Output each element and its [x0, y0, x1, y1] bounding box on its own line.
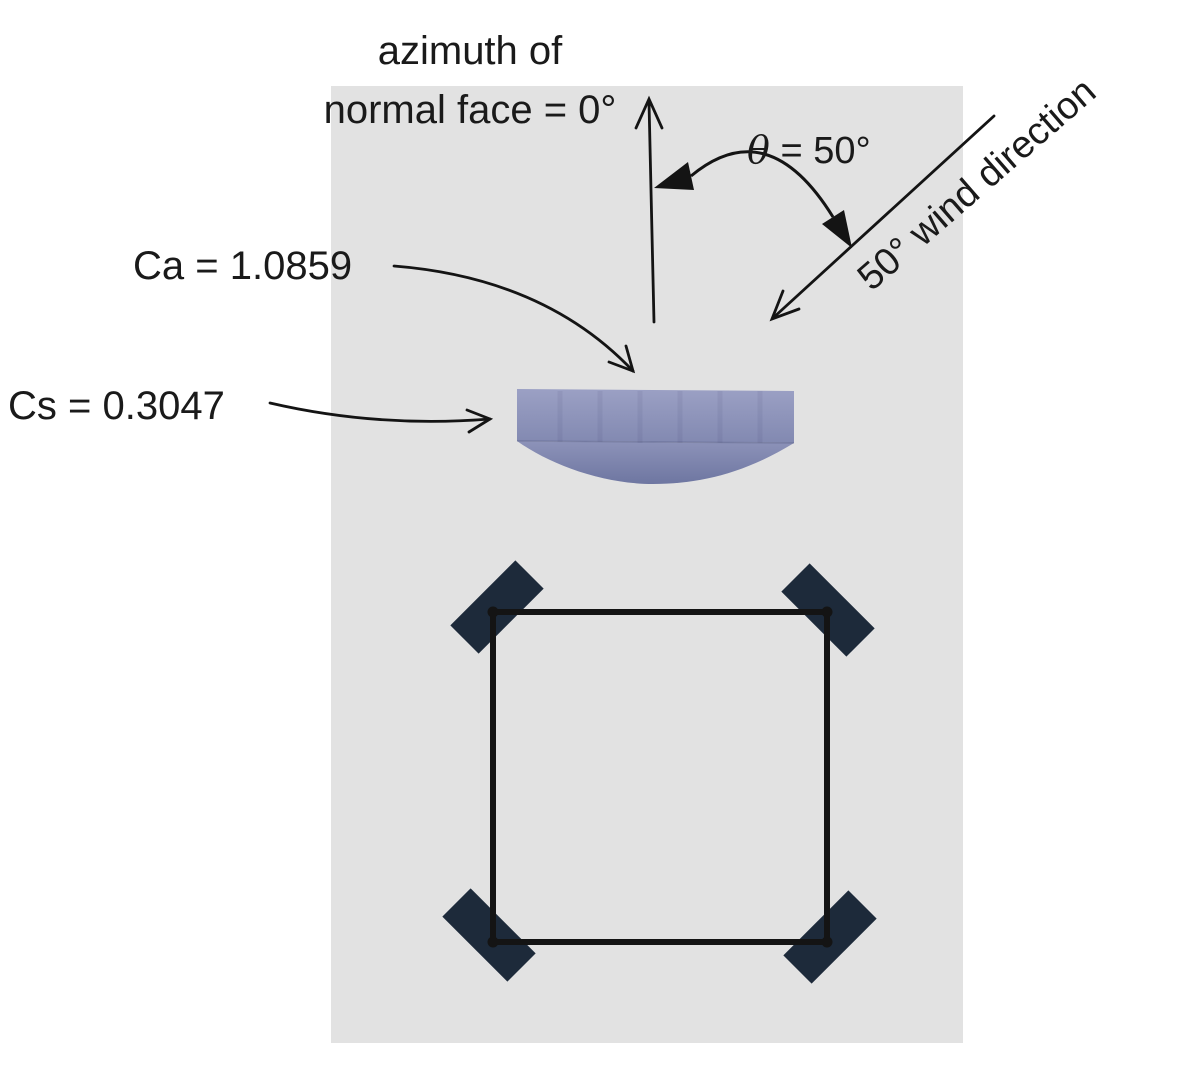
ca-coefficient-label: Ca = 1.0859 — [133, 244, 353, 288]
corner-joint-bottom-left — [487, 936, 499, 948]
appendage-front-face — [517, 389, 794, 443]
azimuth-label-line2: normal face = 0° — [323, 88, 617, 132]
wind-arrowhead-icon — [769, 289, 801, 322]
corner-member-bottom-left — [442, 888, 536, 982]
cs-coefficient-label: Cs = 0.3047 — [8, 384, 225, 428]
appendage-edge-line — [516, 440, 795, 444]
plot-background-panel — [331, 86, 963, 1043]
theta-value: = 50° — [769, 130, 871, 172]
theta-arrowhead-right-icon — [822, 210, 852, 248]
cs-pointer-arrow — [268, 401, 494, 434]
theta-symbol: θ — [747, 128, 770, 172]
corner-member-top-left — [450, 560, 544, 654]
theta-arrowhead-left-icon — [654, 162, 694, 190]
wind-arrow-shaft — [771, 114, 996, 320]
theta-label: θ = 50° — [747, 128, 871, 173]
azimuth-label-line1: azimuth of — [377, 29, 563, 73]
appendage-facet-lines — [557, 391, 763, 443]
azimuth-label: azimuth of normal face = 0° — [282, 22, 658, 140]
azimuth-arrowhead-icon — [634, 95, 664, 130]
wind-direction-arrow — [769, 114, 996, 322]
azimuth-arrow — [634, 95, 664, 324]
frame-top-view — [442, 560, 877, 984]
cs-arrowhead-icon — [465, 408, 494, 434]
azimuth-arrow-shaft — [647, 100, 656, 324]
ca-arrowhead-icon — [607, 344, 636, 374]
cs-arrow-shaft — [268, 401, 492, 423]
ca-arrow-shaft — [392, 264, 635, 373]
theta-arc — [690, 150, 835, 218]
corner-joint-top-right — [821, 606, 833, 618]
corner-joint-top-left — [487, 606, 499, 618]
frame-square-outline — [490, 609, 830, 945]
theta-angle-arrow — [654, 150, 852, 248]
appendage-curved-underside — [517, 441, 794, 484]
corner-joint-bottom-right — [821, 936, 833, 948]
ca-pointer-arrow — [392, 264, 636, 374]
appendage-3d-shape — [516, 389, 795, 484]
